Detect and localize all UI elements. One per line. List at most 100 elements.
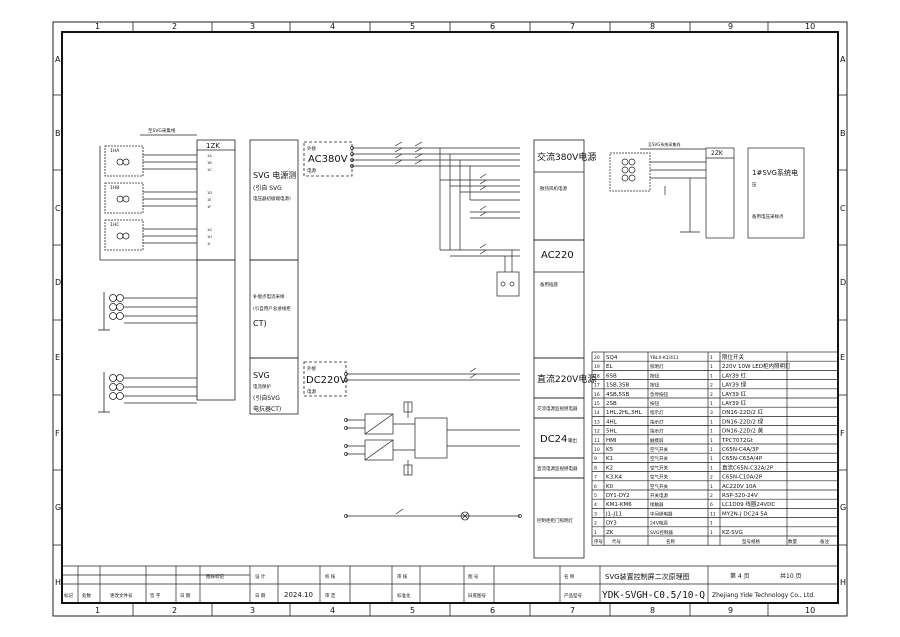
svg-power-line2: (引自 SVG: [253, 184, 282, 192]
terminal-label: 1A: [207, 154, 212, 158]
standard-label: 标准化: [397, 592, 411, 599]
row-label: G: [55, 503, 61, 512]
breaker-2zk-label: 2ZK: [711, 150, 724, 157]
date-value: 2024.10: [284, 591, 313, 599]
rb-socket: 备用插座: [540, 281, 558, 288]
bom-cell: MY2N-J DC24 5A: [722, 511, 768, 517]
bom-cell: C65N-C63A/4P: [722, 456, 763, 462]
bom-cell: 1SB,3SB: [606, 383, 630, 389]
bom-cell: C65N-C10A/2P: [722, 475, 763, 481]
product-label: 产品型号: [564, 592, 582, 599]
bom-cell: 1: [710, 364, 713, 370]
bom-cell: 1: [710, 521, 713, 527]
company-name: Zhejiang Yide Technology Co., Ltd.: [712, 592, 815, 599]
bom-cell: 12: [594, 429, 600, 435]
bom-cell: 空气开关: [650, 446, 668, 453]
bom-cell: LAY39 红: [722, 390, 747, 398]
row-label: A: [55, 55, 61, 64]
bom-cell: 1: [710, 465, 713, 471]
ac380-top-label: 外接: [307, 145, 316, 152]
title-block-text: 标记 处数 更改文件号 签 字 日 期 图样标记 设 计 日 期 2024.10…: [64, 572, 815, 601]
bom-cell: EL: [606, 364, 613, 370]
rb-fan: 散热风机电源: [540, 185, 567, 192]
left-desc-text: SVG 电源测 (引自 SVG 电压器初级端电源) 补偿点电流采样 (引自用户总…: [253, 170, 296, 413]
row-label: B: [840, 129, 846, 138]
bom-cell: K3,K4: [606, 475, 622, 481]
bom-cell: 触摸屏: [650, 437, 664, 444]
row-label: C: [840, 204, 846, 213]
bom-cell: DY3: [606, 521, 617, 527]
pt-box-line3: 备用电压采样点: [752, 213, 784, 220]
row-label: H: [55, 578, 61, 587]
bom-cell: 10: [594, 447, 600, 453]
dc220-bottom-label: 电源: [307, 388, 316, 395]
col-label: 4: [330, 606, 335, 615]
bom-cell: 1: [710, 530, 713, 536]
protect-ct-coils: [98, 372, 197, 413]
rb-ac220: AC220: [541, 250, 574, 261]
col-label: 9: [728, 22, 733, 31]
bom-cell: 14: [594, 410, 600, 416]
bom-cell: 220V 10W LED柜内照明灯: [722, 362, 791, 370]
pt-box-line2: 压: [752, 182, 757, 188]
row-label: A: [840, 55, 846, 64]
bom-cell: 11: [710, 511, 716, 517]
rev-date: 日 期: [180, 593, 191, 599]
review-label: 审 核: [397, 573, 408, 580]
col-label: 6: [490, 22, 495, 31]
bom-header-cell: 代号: [612, 538, 621, 545]
bom-cell: 19: [594, 364, 600, 370]
col-label: 4: [330, 22, 335, 31]
bom-cell: 1: [710, 355, 713, 361]
bom-cell: 11: [594, 438, 600, 444]
bom-cell: 限位开关: [722, 353, 745, 361]
bom-cell: K2: [606, 465, 613, 471]
bom-cell: 照明灯: [650, 363, 664, 370]
date-label: 日 期: [255, 593, 266, 599]
pt-box-line1: 1#SVG系统电: [752, 168, 798, 177]
name-label: 名 称: [564, 573, 575, 580]
ct-name: 1HB: [110, 185, 119, 191]
col-label: 3: [250, 22, 255, 31]
terminal-label: 1C: [207, 168, 212, 172]
ac380-label: AC380V: [308, 154, 348, 165]
bom-cell: K0: [606, 484, 614, 490]
bom-cell: 按钮: [650, 372, 659, 379]
col-label: 10: [805, 22, 815, 31]
bom-cell: DY1-DY2: [606, 493, 630, 499]
terminal-label: 1H: [207, 235, 212, 239]
bom-cell: J1-J11: [605, 511, 622, 517]
bom-cell: 1: [710, 419, 713, 425]
bom-cell: 1HL,2HL,3HL: [606, 410, 643, 416]
bom-cell: 18: [594, 373, 600, 379]
bom-cell: C65N-C4A/3P: [722, 447, 759, 453]
row-label: E: [840, 353, 845, 362]
dc220-label: DC220V: [306, 375, 347, 386]
zone-columns-bottom: 1 2 3 4 5 6 7 8 9 10: [95, 606, 815, 615]
bom-cell: 5HL: [606, 429, 618, 435]
bom-cell: 1: [710, 484, 713, 490]
bom-cell: 1: [710, 447, 713, 453]
bom-cell: KM1-KM6: [606, 502, 632, 508]
col-label: 6: [490, 606, 495, 615]
col-label: 1: [95, 606, 100, 615]
drawing-no-label: 图 号: [468, 574, 479, 580]
bom-cell: LC1D09 线圈24VDC: [722, 500, 775, 508]
bom-cell: 2: [594, 521, 597, 527]
row-label: C: [55, 204, 61, 213]
bom-cell: 按钮: [650, 400, 659, 407]
comp-ct-title: 补偿点电流采样: [253, 293, 285, 300]
bom-cell: LAY39 红: [722, 399, 747, 407]
bom-cell: YBLX-K1/411: [649, 355, 679, 361]
zone-ticks: [53, 22, 847, 616]
bom-cell: 2: [710, 493, 713, 499]
bom-cell: 开关电源: [650, 492, 668, 499]
svg-protect-line2: 电流保护: [253, 383, 271, 390]
bom-cell: 急停按钮: [650, 391, 668, 398]
terminal-label: 1I: [207, 242, 210, 246]
col-label: 8: [650, 22, 655, 31]
bom-cell: 1: [710, 401, 713, 407]
col-label: 5: [410, 606, 415, 615]
col-label: 1: [95, 22, 100, 31]
